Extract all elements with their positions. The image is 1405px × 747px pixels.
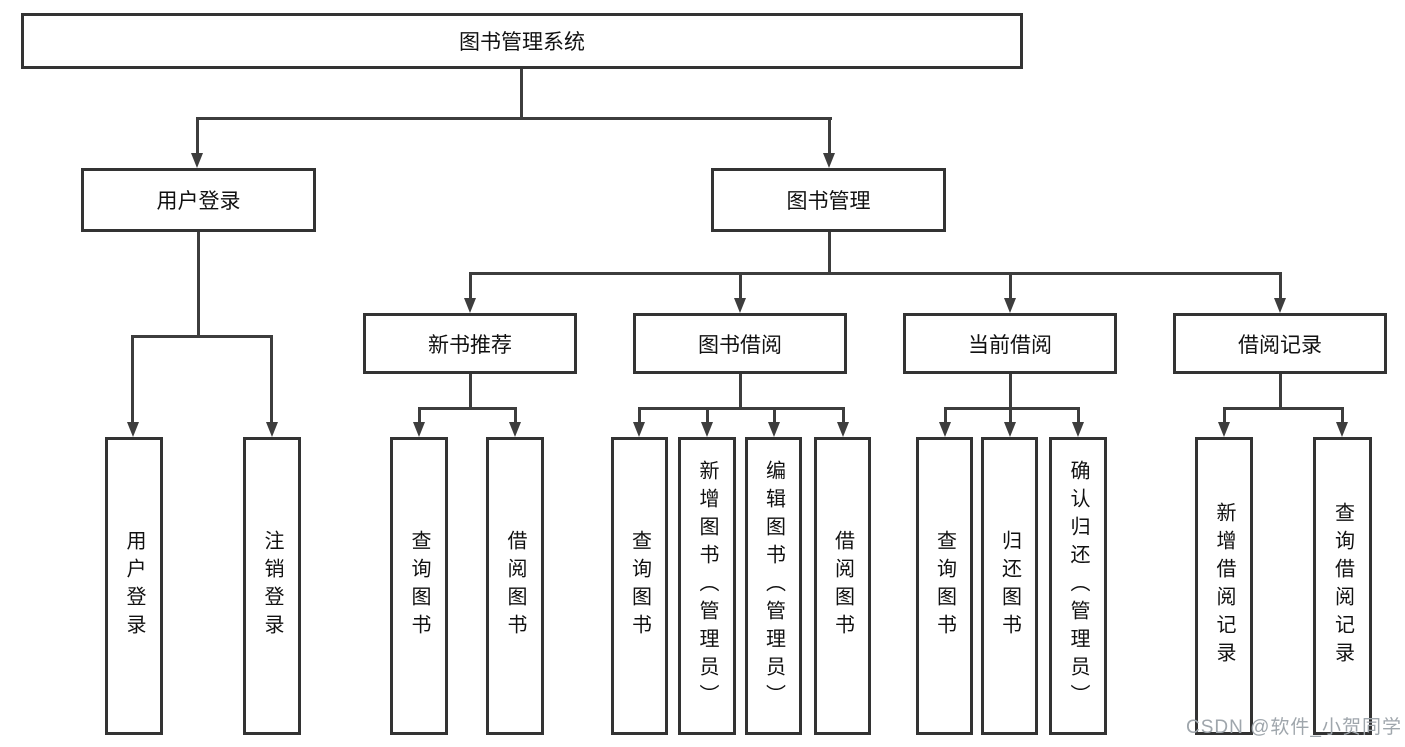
leaf-edit-book-admin: 编辑图书（管理员） <box>745 437 802 735</box>
leaf-confirm-return-admin: 确认归还（管理员） <box>1049 437 1107 735</box>
arrow-down-icon <box>768 422 780 437</box>
arrow-down-icon <box>701 422 713 437</box>
leaf-borrow-books-recommend-label: 借阅图书 <box>504 530 526 642</box>
leaf-confirm-return-admin-label: 确认归还（管理员） <box>1067 460 1089 712</box>
connector-borrow-stub <box>739 374 742 410</box>
leaf-user-login: 用户登录 <box>105 437 163 735</box>
connector-drop-leaf <box>1077 407 1080 424</box>
leaf-query-books-current: 查询图书 <box>916 437 973 735</box>
connector-drop-leaf-logout <box>270 335 273 424</box>
connector-manage-split <box>469 272 1282 275</box>
node-library-system: 图书管理系统 <box>21 13 1023 69</box>
connector-drop-leaf <box>1341 407 1344 424</box>
node-borrow-records: 借阅记录 <box>1173 313 1387 374</box>
connector-records-split <box>1223 407 1343 410</box>
connector-drop-leaf <box>773 407 776 424</box>
connector-current-split <box>944 407 1080 410</box>
arrow-down-icon <box>266 422 278 437</box>
arrow-down-icon <box>734 298 746 313</box>
arrow-down-icon <box>823 153 835 168</box>
node-user-login-label: 用户登录 <box>156 190 241 213</box>
arrow-down-icon <box>127 422 139 437</box>
connector-recommend-stub <box>469 374 472 410</box>
connector-login-split <box>131 335 273 338</box>
arrow-down-icon <box>509 422 521 437</box>
arrow-down-icon <box>1274 298 1286 313</box>
node-current-borrow: 当前借阅 <box>903 313 1117 374</box>
connector-drop-borrow <box>739 272 742 300</box>
connector-borrow-split <box>638 407 845 410</box>
leaf-logout: 注销登录 <box>243 437 301 735</box>
leaf-query-books-borrow-label: 查询图书 <box>628 530 651 642</box>
arrow-down-icon <box>191 153 203 168</box>
connector-root-stub <box>520 69 523 118</box>
connector-drop-current <box>1009 272 1012 300</box>
leaf-add-book-admin: 新增图书（管理员） <box>678 437 736 735</box>
leaf-borrow-books: 借阅图书 <box>814 437 871 735</box>
arrow-down-icon <box>939 422 951 437</box>
connector-drop-leaf-login <box>131 335 134 424</box>
leaf-logout-label: 注销登录 <box>261 530 283 642</box>
node-book-management: 图书管理 <box>711 168 946 232</box>
connector-current-stub <box>1009 374 1012 410</box>
connector-root-split <box>196 117 832 120</box>
connector-drop-leaf <box>706 407 709 424</box>
node-book-management-label: 图书管理 <box>786 190 871 213</box>
connector-drop-leaf <box>638 407 641 424</box>
leaf-add-borrow-record-label: 新增借阅记录 <box>1213 502 1235 670</box>
connector-drop-leaf <box>842 407 845 424</box>
leaf-borrow-books-recommend: 借阅图书 <box>486 437 544 735</box>
arrow-down-icon <box>1004 298 1016 313</box>
arrow-down-icon <box>464 298 476 313</box>
connector-drop-leaf <box>944 407 947 424</box>
leaf-query-books-recommend: 查询图书 <box>390 437 448 735</box>
leaf-edit-book-admin-label: 编辑图书（管理员） <box>762 460 785 712</box>
connector-drop-leaf <box>514 407 517 424</box>
leaf-add-book-admin-label: 新增图书（管理员） <box>696 460 718 712</box>
arrow-down-icon <box>413 422 425 437</box>
connector-drop-leaf <box>1009 407 1012 424</box>
csdn-watermark: CSDN @软件_小贺同学 <box>1186 717 1402 738</box>
leaf-return-book-label: 归还图书 <box>998 530 1021 642</box>
connector-manage-stub <box>828 232 831 275</box>
leaf-query-books-current-label: 查询图书 <box>933 530 956 642</box>
node-book-borrow: 图书借阅 <box>633 313 847 374</box>
connector-login-stub <box>197 232 200 338</box>
connector-drop-manage <box>828 117 831 155</box>
node-new-book-recommend-label: 新书推荐 <box>428 333 512 357</box>
connector-records-stub <box>1279 374 1282 410</box>
leaf-query-books-borrow: 查询图书 <box>611 437 668 735</box>
leaf-return-book: 归还图书 <box>981 437 1038 735</box>
leaf-add-borrow-record: 新增借阅记录 <box>1195 437 1253 735</box>
leaf-query-borrow-record-label: 查询借阅记录 <box>1331 502 1354 670</box>
leaf-user-login-label: 用户登录 <box>123 530 145 642</box>
leaf-query-borrow-record: 查询借阅记录 <box>1313 437 1372 735</box>
leaf-borrow-books-label: 借阅图书 <box>831 530 854 642</box>
connector-recommend-split <box>418 407 517 410</box>
arrow-down-icon <box>633 422 645 437</box>
node-book-borrow-label: 图书借阅 <box>698 333 782 357</box>
node-user-login: 用户登录 <box>81 168 316 232</box>
arrow-down-icon <box>1072 422 1084 437</box>
node-new-book-recommend: 新书推荐 <box>363 313 577 374</box>
connector-drop-login <box>196 117 199 155</box>
node-borrow-records-label: 借阅记录 <box>1238 333 1322 357</box>
node-library-system-label: 图书管理系统 <box>459 31 585 54</box>
connector-drop-records <box>1279 272 1282 300</box>
leaf-query-books-recommend-label: 查询图书 <box>408 530 430 642</box>
node-current-borrow-label: 当前借阅 <box>968 333 1052 357</box>
connector-drop-leaf <box>1223 407 1226 424</box>
arrow-down-icon <box>1336 422 1348 437</box>
arrow-down-icon <box>1004 422 1016 437</box>
arrow-down-icon <box>837 422 849 437</box>
connector-drop-leaf <box>418 407 421 424</box>
arrow-down-icon <box>1218 422 1230 437</box>
connector-drop-recommend <box>469 272 472 300</box>
